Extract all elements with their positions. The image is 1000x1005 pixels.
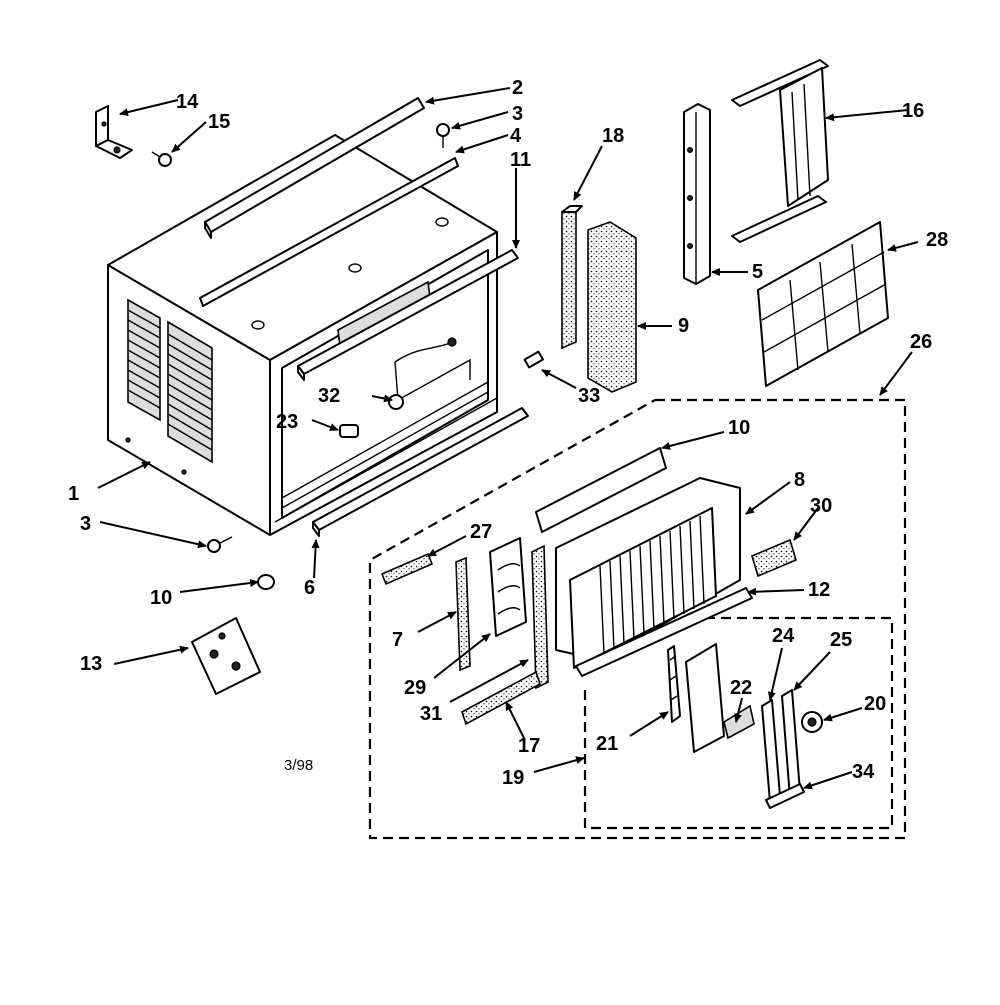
- callout-20: 19: [502, 767, 524, 789]
- callout-22: 21: [596, 733, 618, 755]
- callout-35: 34: [852, 761, 875, 783]
- bracket-15: [95, 105, 133, 159]
- seal-strip-32: [531, 544, 549, 690]
- bottom-rail: [312, 407, 529, 537]
- callout-14: 13: [80, 653, 102, 675]
- callout-18: 17: [518, 735, 540, 757]
- nut-33: [388, 394, 404, 410]
- knob-21: [801, 711, 823, 733]
- front-top-rail: [297, 249, 519, 381]
- cap-10: [257, 574, 275, 590]
- callout-28: 27: [470, 521, 492, 543]
- callout-6: 6: [304, 577, 315, 599]
- callout-12: 11: [510, 149, 531, 171]
- assembly-box-27: [368, 398, 907, 840]
- callout-5: 5: [752, 261, 763, 283]
- callout-17: 16: [902, 100, 924, 122]
- chassis-assembly: [535, 447, 753, 677]
- grommet-24: [339, 424, 359, 438]
- callout-10: 10: [150, 587, 172, 609]
- callout-30: 29: [404, 677, 426, 699]
- callout-31: 30: [810, 495, 832, 517]
- base-35: [765, 783, 805, 809]
- seal-strip-19: [561, 204, 583, 350]
- callout-15: 14: [176, 91, 199, 113]
- callout-3-top: 3: [512, 103, 523, 125]
- callout-2: 2: [512, 77, 523, 99]
- callout-11: 10: [728, 417, 750, 439]
- bracket-30: [489, 537, 527, 637]
- bracket-14: [191, 617, 261, 695]
- callout-7: 7: [392, 629, 403, 651]
- callout-3-bottom: 3: [80, 513, 91, 535]
- seal-strip-18: [461, 670, 541, 726]
- callout-24: 23: [276, 411, 298, 433]
- callout-32: 31: [420, 703, 442, 725]
- side-channel-5: [683, 103, 711, 285]
- callout-8: 8: [794, 469, 805, 491]
- callout-4: 4: [510, 125, 522, 147]
- callout-33: 32: [318, 385, 340, 407]
- gasket-28: [380, 552, 434, 586]
- callout-13: 12: [808, 579, 830, 601]
- support-25: [761, 699, 781, 803]
- cabinet: [107, 134, 498, 536]
- filter-grille-29: [757, 221, 889, 387]
- channel-rail: [199, 157, 459, 307]
- window-frame-17: [731, 59, 829, 243]
- callout-26: 25: [830, 629, 852, 651]
- callout-9: 9: [678, 315, 689, 337]
- seal-strip-7: [455, 556, 471, 672]
- subassembly-box-20: [583, 616, 894, 830]
- foam-pad-9: [587, 221, 637, 393]
- callout-34: 33: [578, 385, 600, 407]
- screw-34: [523, 350, 544, 369]
- callout-23: 22: [730, 677, 752, 699]
- callout-16: 15: [208, 111, 230, 133]
- callout-1: 1: [68, 483, 79, 505]
- foam-block-31: [751, 538, 797, 578]
- top-rail: [204, 97, 425, 239]
- callout-21: 20: [864, 693, 886, 715]
- leader-lines: [97, 87, 919, 790]
- screw-16: [151, 151, 172, 167]
- callout-25: 24: [772, 625, 795, 647]
- callout-27: 26: [910, 331, 932, 353]
- callout-19: 18: [602, 125, 624, 147]
- revision-date: 3/98: [284, 757, 313, 774]
- screw-top: [436, 123, 450, 148]
- callout-labels: 14 15 2 3 4 11 18 16 5 9 28 26 33 32 23 …: [68, 77, 948, 789]
- callout-29: 28: [926, 229, 948, 251]
- support-26: [781, 689, 801, 799]
- screw-bottom: [207, 536, 233, 553]
- motor-bracket: [667, 643, 725, 753]
- cabinet-louvers: [127, 298, 213, 464]
